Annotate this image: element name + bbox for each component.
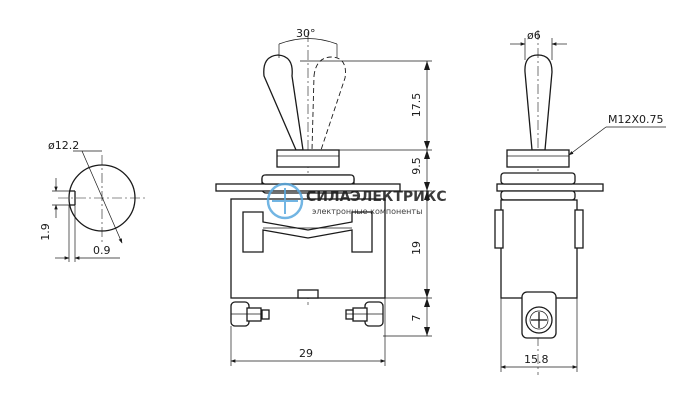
front-nut-top <box>261 174 355 185</box>
side-clip-right <box>574 209 584 249</box>
toggle-lever <box>263 54 304 151</box>
thread-label: M12X0.75 <box>608 113 664 126</box>
body-height-label: 19 <box>410 241 423 255</box>
terminal-right-tip <box>345 309 354 320</box>
terminal-left-screw <box>246 307 262 322</box>
angle-label: 30° <box>296 27 316 40</box>
terminal-left-tip <box>261 309 270 320</box>
nut-diameter-label: ø12.2 <box>48 139 79 152</box>
keyway-view: ø12.2 1.9 0.9 <box>39 139 146 262</box>
terminal-right-screw <box>352 307 368 322</box>
side-view: ø6 M12X0.75 15.8 <box>494 29 666 375</box>
side-nut-bottom <box>500 190 576 201</box>
diameter-leader <box>81 150 123 244</box>
terminal-screw-head <box>525 306 553 334</box>
side-lever <box>524 54 553 151</box>
side-width-label: 15.8 <box>524 353 549 366</box>
terminal-height-label: 7 <box>410 315 423 322</box>
body-cavity <box>242 211 373 253</box>
side-clip-left <box>494 209 504 249</box>
thread-leader <box>568 126 607 156</box>
watermark-tagline: электронные компоненты <box>312 207 422 216</box>
bushing <box>276 149 340 168</box>
toggle-lever-alt-position <box>311 56 346 151</box>
switch-body <box>230 198 386 299</box>
bushing-height-label: 9.5 <box>410 157 423 175</box>
body-width-label: 29 <box>299 347 313 360</box>
side-mounting-plate <box>496 183 604 192</box>
watermark: СИЛАЭЛЕКТРИКС электронные компоненты <box>266 182 447 220</box>
side-bushing <box>506 149 570 168</box>
dim-arrowheads <box>424 61 430 336</box>
watermark-logo-cross <box>272 188 298 214</box>
screw-inner-ring <box>529 310 549 330</box>
watermark-brand: СИЛАЭЛЕКТРИКС <box>306 189 447 205</box>
keyway-depth-label: 1.9 <box>39 223 52 241</box>
front-view: 30° 29 <box>215 27 401 366</box>
side-body <box>500 199 578 299</box>
body-notch <box>297 289 319 299</box>
side-nut-top <box>500 172 576 185</box>
keyway-width-label: 0.9 <box>93 244 111 257</box>
lever-diameter-label: ø6 <box>527 29 541 42</box>
watermark-logo-icon <box>266 182 304 220</box>
vertical-dimensions: 17.5 9.5 19 7 <box>300 60 432 337</box>
lever-length-label: 17.5 <box>410 93 423 118</box>
